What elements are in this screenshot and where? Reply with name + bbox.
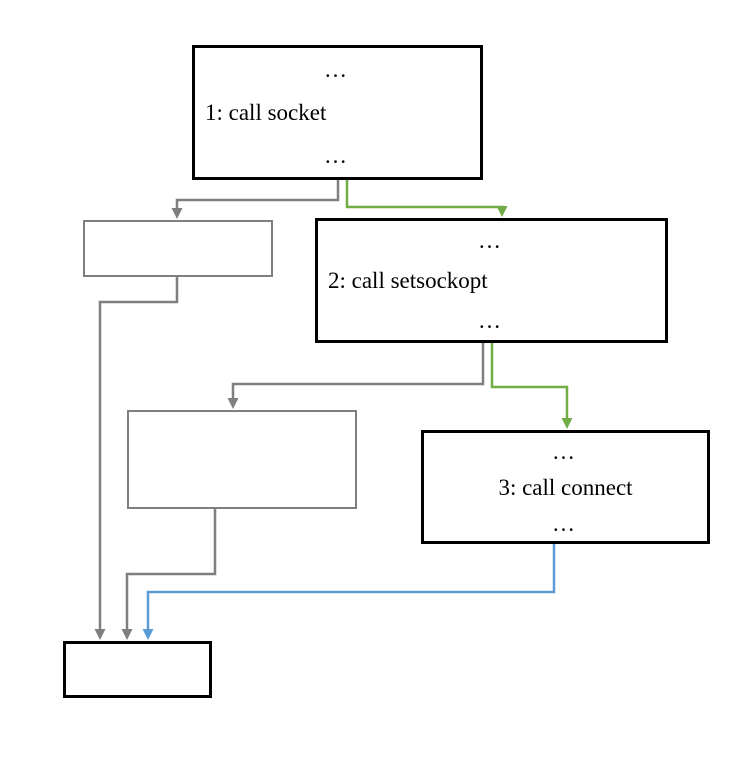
node-call-socket: … 1: call socket … [192,45,483,180]
ellipsis-bottom: … [478,307,505,333]
arrowhead-connect-to-end [142,629,154,640]
node-label: 1: call socket [205,100,327,125]
ellipsis-top: … [324,57,351,82]
edge-setsockopt-to-connect [490,343,569,419]
edge-socket-to-setsockopt [345,180,504,209]
ellipsis-top: … [478,228,505,254]
arrowhead-gray-left-to-end [94,629,106,640]
node-label: 3: call connect [498,474,633,500]
arrowhead-gray-mid-to-end [121,629,133,640]
ellipsis-top: … [552,438,579,464]
arrowhead-socket-to-setsockopt [496,206,508,217]
edge-socket-to-gray-left [175,180,340,209]
node-call-setsockopt: … 2: call setsockopt … [315,218,668,343]
arrowhead-setsockopt-to-connect [561,418,573,429]
node-unlabeled-middle [127,410,357,509]
node-unlabeled-left [83,220,273,277]
arrowhead-setsockopt-to-gray-mid [227,398,239,409]
edge-gray-mid-to-end [125,509,217,630]
ellipsis-bottom: … [324,143,351,168]
node-end [63,641,212,698]
arrowhead-socket-to-gray-left [171,208,183,219]
node-label: 2: call setsockopt [328,268,488,293]
ellipsis-bottom: … [552,510,579,536]
edge-gray-left-to-end [98,277,179,630]
edge-setsockopt-to-gray-mid [231,343,485,399]
node-call-connect: … 3: call connect … [421,430,710,544]
edge-connect-to-end [146,544,556,630]
